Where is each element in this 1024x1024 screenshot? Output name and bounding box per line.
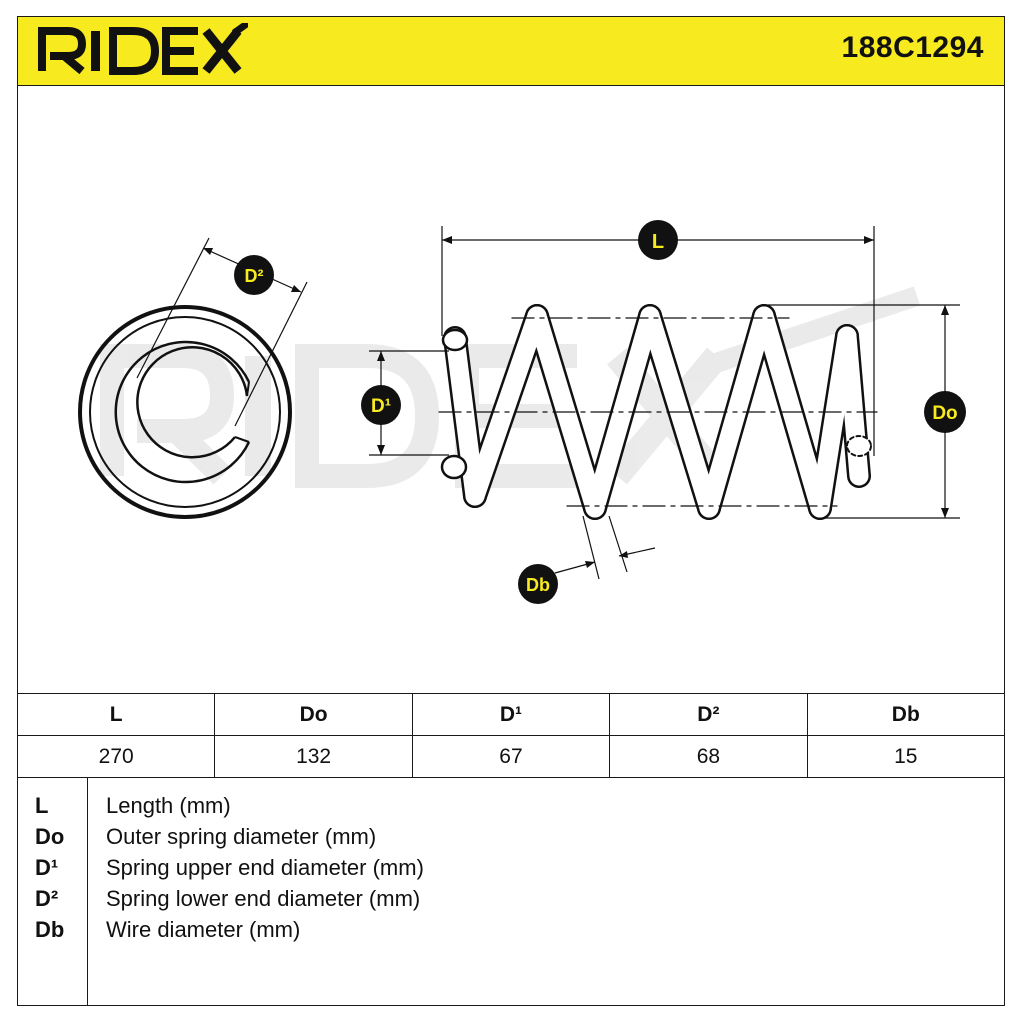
legend-key: Do: [35, 824, 65, 849]
badge-upper-diameter: D¹: [361, 385, 401, 425]
badge-lower-diameter-label: D²: [245, 266, 264, 286]
spec-table: L Do D¹ D² Db 270 132 67 68 15: [16, 693, 1006, 778]
spring-end-view: [78, 237, 308, 519]
legend-key: L: [35, 793, 49, 818]
spec-value-cell: 67: [411, 735, 611, 778]
part-number: 188C1294: [841, 31, 984, 64]
legend-key: D²: [35, 886, 59, 911]
spec-header-cell: D²: [609, 693, 808, 736]
spring-diagram: L Do D¹ D² Db: [78, 220, 966, 604]
spec-header-cell: Db: [806, 693, 1006, 736]
badge-lower-diameter: D²: [234, 255, 274, 295]
legend-item: L Length (mm): [17, 793, 1005, 824]
badge-wire-diameter-label: Db: [526, 575, 550, 595]
badge-length: L: [638, 220, 678, 260]
legend-key: Db: [35, 917, 65, 942]
spec-value-cell: 68: [609, 735, 808, 778]
spec-table-header-row: L Do D¹ D² Db: [16, 693, 1006, 736]
spec-header-cell: Do: [214, 693, 413, 736]
badge-wire-diameter: Db: [518, 564, 558, 604]
dimension-lines: [369, 226, 960, 580]
spec-value-cell: 132: [214, 735, 413, 778]
legend-item: Do Outer spring diameter (mm): [17, 824, 1005, 855]
spec-header-cell: L: [16, 693, 216, 736]
legend-desc: Wire diameter (mm): [106, 917, 301, 942]
header-bar: 188C1294: [17, 16, 1005, 86]
legend-divider: [87, 777, 88, 1006]
legend-desc: Spring upper end diameter (mm): [106, 855, 424, 880]
legend-item: Db Wire diameter (mm): [17, 917, 1005, 948]
legend-key: D¹: [35, 855, 59, 880]
legend-item: D² Spring lower end diameter (mm): [17, 886, 1005, 917]
spec-value-cell: 15: [806, 735, 1006, 778]
spring-side-view: [438, 304, 878, 520]
badge-outer-diameter-label: Do: [932, 403, 957, 424]
legend: L Length (mm) Do Outer spring diameter (…: [17, 777, 1005, 1006]
legend-desc: Outer spring diameter (mm): [106, 824, 377, 849]
spec-header-cell: D¹: [411, 693, 611, 736]
legend-item: D¹ Spring upper end diameter (mm): [17, 855, 1005, 886]
spec-value-cell: 270: [16, 735, 216, 778]
badge-upper-diameter-label: D¹: [371, 396, 391, 417]
spec-table-value-row: 270 132 67 68 15: [16, 735, 1006, 778]
badge-length-label: L: [652, 231, 664, 253]
ridex-logo: [38, 23, 248, 75]
legend-desc: Spring lower end diameter (mm): [106, 886, 421, 911]
badge-outer-diameter: Do: [924, 391, 966, 433]
legend-desc: Length (mm): [106, 793, 231, 818]
